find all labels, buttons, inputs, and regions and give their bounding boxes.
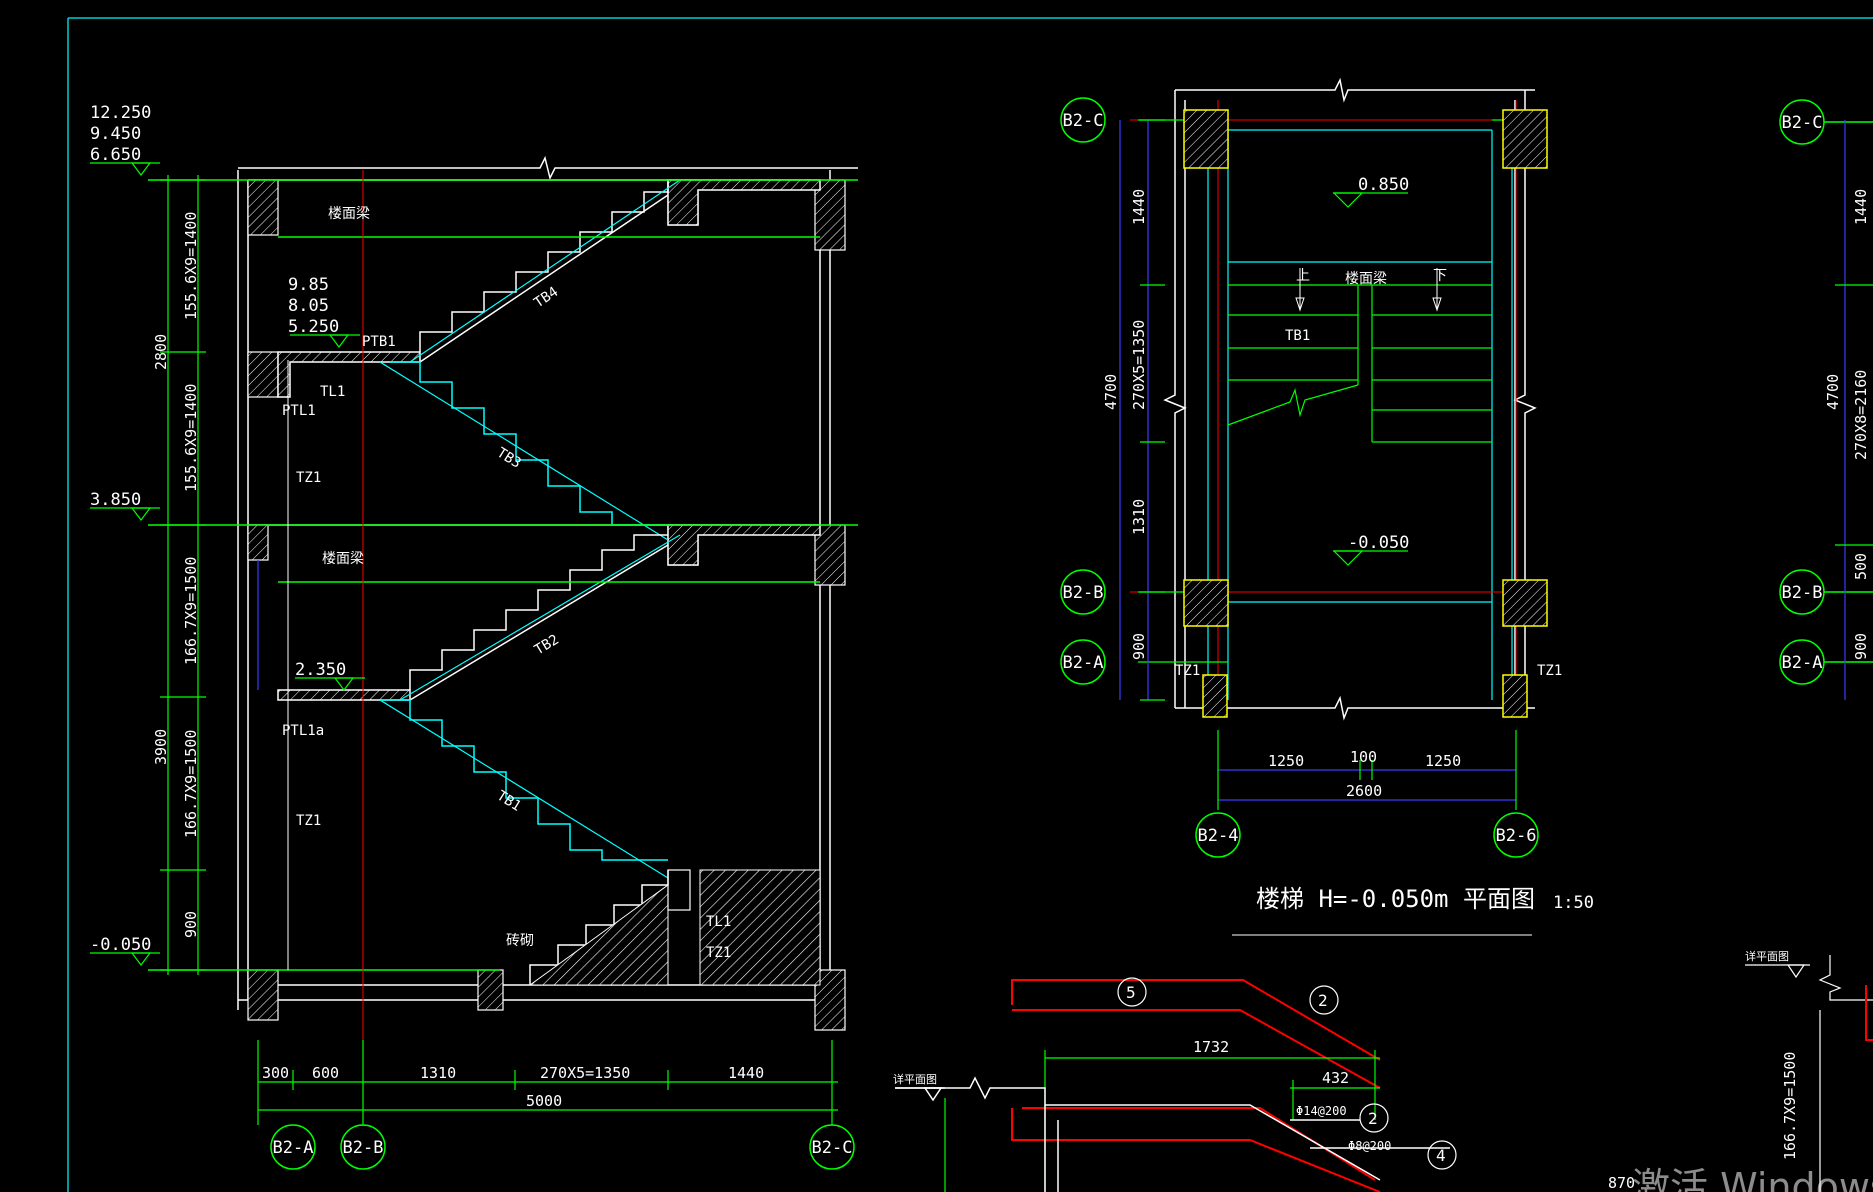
plan-label-tz1-left: TZ1 xyxy=(1175,663,1200,679)
stair-plan xyxy=(1060,77,1548,936)
detail-circle-5: 5 xyxy=(1126,983,1136,1002)
plan-labels: B2-C B2-B B2-A B2-4 B2-6 0.850 -0.050 上 … xyxy=(1063,111,1594,913)
right-axis-b2-c: B2-C xyxy=(1782,113,1823,133)
plan-label-floor-beam: 楼面梁 xyxy=(1345,271,1387,287)
stair-section xyxy=(90,155,858,1170)
plan-scale: 1:50 xyxy=(1553,893,1594,913)
detail-dim-1732: 1732 xyxy=(1193,1038,1229,1056)
label-floor-beam-1: 楼面梁 xyxy=(328,206,370,222)
right-axis-b2-a: B2-A xyxy=(1782,653,1823,673)
detail-partial-870: 870 xyxy=(1608,1174,1635,1192)
elevation-6650: 6.650 xyxy=(90,145,141,165)
drawing-frame xyxy=(67,17,1873,1192)
landing-elev-805: 8.05 xyxy=(288,296,329,316)
dim-v-3: 166.7X9=1500 xyxy=(182,557,200,665)
label-tb1: TB1 xyxy=(494,788,524,815)
dim-v-5: 900 xyxy=(182,911,200,938)
detail-dim-432: 432 xyxy=(1322,1069,1349,1087)
plan-dim-total-2600: 2600 xyxy=(1346,782,1382,800)
label-tz1-a: TZ1 xyxy=(296,470,321,486)
label-tb4: TB4 xyxy=(531,284,561,311)
plan-axis-b2-4: B2-4 xyxy=(1198,826,1239,846)
plan-dim-total-4700: 4700 xyxy=(1102,374,1120,410)
section-vertical-dims: 155.6X9=1400 155.6X9=1400 166.7X9=1500 1… xyxy=(152,212,200,938)
dim-h-300: 300 xyxy=(262,1064,289,1082)
dim-h-1310: 1310 xyxy=(420,1064,456,1082)
label-tl1: TL1 xyxy=(320,384,345,400)
plan-axis-b2-6: B2-6 xyxy=(1496,826,1537,846)
plan-axis-b2-a: B2-A xyxy=(1063,653,1104,673)
dim-total-2800: 2800 xyxy=(152,334,170,370)
right-bottom-dim: 166.7X9=1500 xyxy=(1781,1052,1799,1160)
dim-h-600: 600 xyxy=(312,1064,339,1082)
plan-dim-v-1310: 1310 xyxy=(1130,499,1148,535)
label-ptl1: PTL1 xyxy=(282,403,316,419)
plan-label-up: 上 xyxy=(1296,268,1310,284)
detail-rebar-14: Φ14@200 xyxy=(1296,1104,1347,1118)
label-tl1-b: TL1 xyxy=(706,914,731,930)
windows-activation-watermark: 激活 Windows xyxy=(1632,1165,1873,1192)
plan-dim-h-1250-a: 1250 xyxy=(1268,752,1304,770)
dim-h-1440: 1440 xyxy=(728,1064,764,1082)
axis-label-b2-c: B2-C xyxy=(812,1138,853,1158)
plan-dim-h-100: 100 xyxy=(1350,748,1377,766)
right-dim-1440: 1440 xyxy=(1852,189,1870,225)
dim-h-total-5000: 5000 xyxy=(526,1092,562,1110)
plan-dim-h-1250-b: 1250 xyxy=(1425,752,1461,770)
right-dim-2160: 270X8=2160 xyxy=(1852,370,1870,460)
plan-axis-b2-c: B2-C xyxy=(1063,111,1104,131)
dim-v-1: 155.6X9=1400 xyxy=(182,212,200,320)
label-ptl1a: PTL1a xyxy=(282,723,324,739)
right-dim-900: 900 xyxy=(1852,633,1870,660)
plan-label-down: 下 xyxy=(1433,268,1447,284)
axis-label-b2-b: B2-B xyxy=(343,1138,384,1158)
detail-circle-2-a: 2 xyxy=(1318,991,1328,1010)
detail-circle-4: 4 xyxy=(1436,1146,1446,1165)
plan-title: 楼梯 H=-0.050m 平面图 xyxy=(1256,885,1535,913)
dim-v-4: 166.7X9=1500 xyxy=(182,730,200,838)
right-axis-b2-b: B2-B xyxy=(1782,583,1823,603)
elevation-9450: 9.450 xyxy=(90,124,141,144)
right-dim-500: 500 xyxy=(1852,553,1870,580)
dim-v-2: 155.6X9=1400 xyxy=(182,384,200,492)
label-tb2: TB2 xyxy=(532,632,562,659)
landing-elev-985: 9.85 xyxy=(288,275,329,295)
label-ptb1: PTB1 xyxy=(362,334,396,350)
label-tz1-b: TZ1 xyxy=(296,813,321,829)
plan-label-tz1-right: TZ1 xyxy=(1537,663,1562,679)
rebar-detail: 5 2 2 4 1732 432 Φ14@200 Φ8@200 详平面图 870 xyxy=(893,977,1635,1192)
elevation-12250: 12.250 xyxy=(90,103,151,123)
section-member-labels: 楼面梁 楼面梁 PTB1 TL1 PTL1 TZ1 PTL1a TZ1 TB4 … xyxy=(282,206,731,961)
plan-dim-v-900: 900 xyxy=(1130,633,1148,660)
plan-elev-0850: 0.850 xyxy=(1358,175,1409,195)
elevation-minus-0050: -0.050 xyxy=(90,935,151,955)
plan-elev-minus-0050: -0.050 xyxy=(1348,533,1409,553)
dim-total-3900: 3900 xyxy=(152,729,170,765)
landing-elev-5250: 5.250 xyxy=(288,317,339,337)
section-horizontal-dims: 300 600 1310 270X5=1350 1440 5000 B2-A B… xyxy=(262,1064,852,1158)
detail-rebar-8: Φ8@200 xyxy=(1348,1139,1391,1153)
right-partial-plan: B2-C B2-B B2-A 1440 270X8=2160 500 900 4… xyxy=(1745,99,1873,1192)
section-elevation-labels: 12.250 9.450 6.650 3.850 -0.050 9.85 8.0… xyxy=(90,103,346,955)
plan-dim-v-1350: 270X5=1350 xyxy=(1130,320,1148,410)
detail-label-floor: 详平面图 xyxy=(893,1072,937,1086)
elevation-3850: 3.850 xyxy=(90,490,141,510)
label-tb3: TB3 xyxy=(494,445,524,472)
label-tz1-c: TZ1 xyxy=(706,945,731,961)
label-floor-beam-2: 楼面梁 xyxy=(322,551,364,567)
label-brick: 砖砌 xyxy=(506,933,534,949)
plan-dim-v-1440: 1440 xyxy=(1130,189,1148,225)
right-dim-total-4700: 4700 xyxy=(1824,374,1842,410)
right-label-floor: 详平面图 xyxy=(1745,949,1789,963)
landing-elev-2350: 2.350 xyxy=(295,660,346,680)
plan-axis-b2-b: B2-B xyxy=(1063,583,1104,603)
plan-label-tb1: TB1 xyxy=(1285,328,1310,344)
axis-label-b2-a: B2-A xyxy=(273,1138,314,1158)
detail-circle-2-b: 2 xyxy=(1368,1109,1378,1128)
dim-h-1350: 270X5=1350 xyxy=(540,1064,630,1082)
